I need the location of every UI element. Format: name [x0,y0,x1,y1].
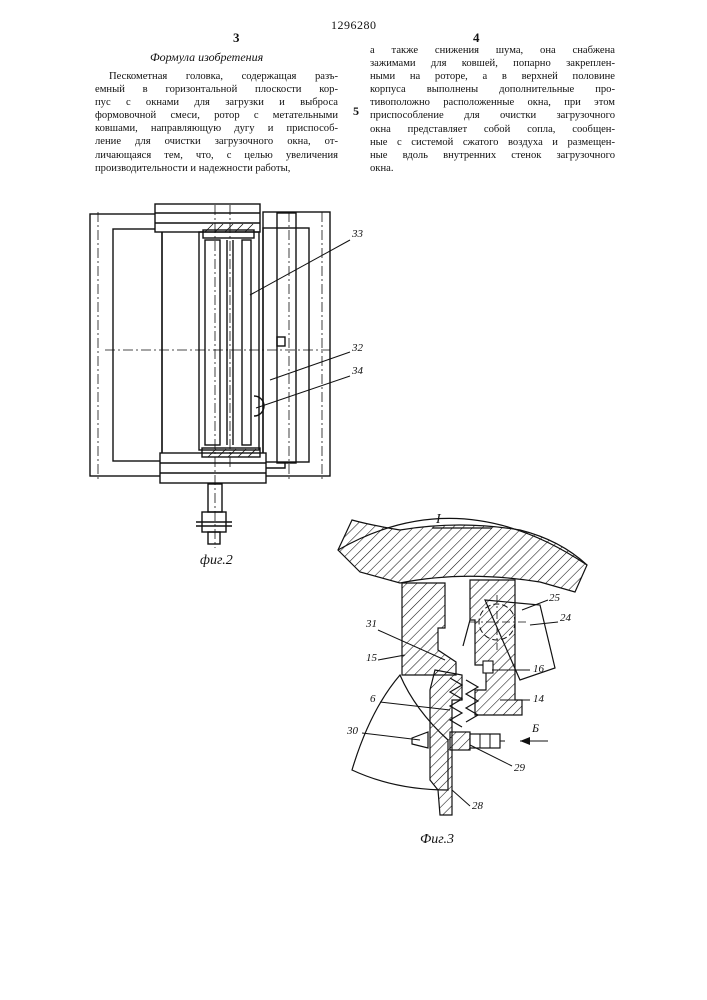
label-30: 30 [347,725,358,737]
label-31: 31 [366,618,377,630]
label-14: 14 [533,693,544,705]
label-24: 24 [560,612,571,624]
label-16: 16 [533,663,544,675]
label-25: 25 [549,592,560,604]
figure-3-title: I [436,512,441,528]
label-15: 15 [366,652,377,664]
label-29: 29 [514,762,525,774]
figure-3-caption: Фиг.3 [420,832,454,848]
label-b: Б [532,721,539,736]
label-28: 28 [472,800,483,812]
label-6: 6 [370,693,376,705]
